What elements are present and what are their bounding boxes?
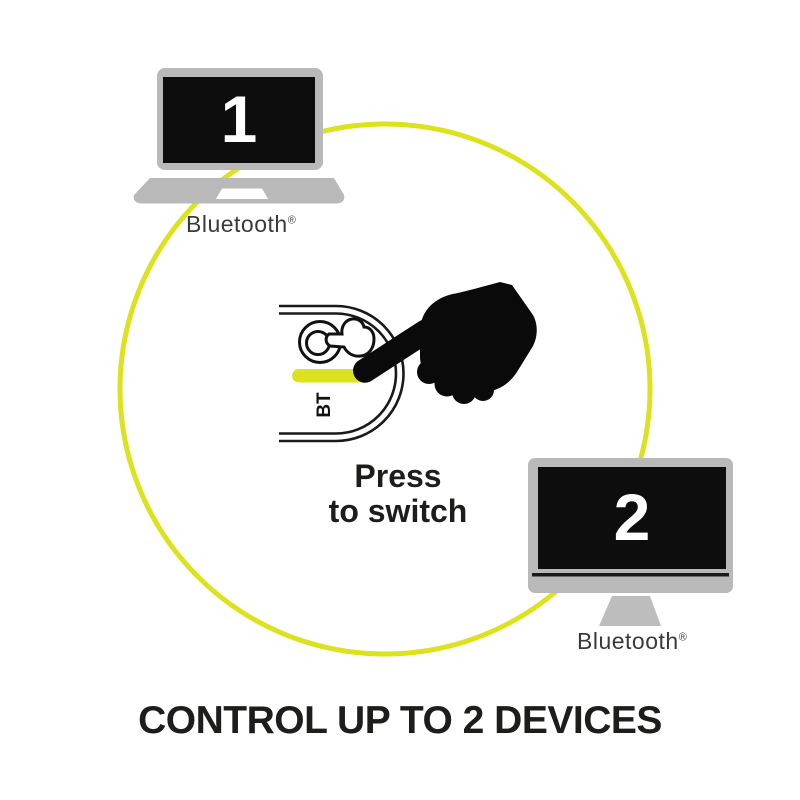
pointing-hand-icon — [353, 282, 537, 404]
monitor-chin-line — [532, 573, 729, 577]
laptop-bluetooth-text: Bluetooth — [186, 211, 288, 237]
button-outline-outer — [279, 304, 405, 443]
knuckle-bump-4 — [472, 379, 494, 401]
monitor-screen-number: 2 — [613, 480, 651, 554]
press-instruction: Press to switch — [288, 458, 508, 530]
laptop-icon — [133, 68, 345, 204]
monitor-bluetooth-label: Bluetooth® — [577, 628, 687, 655]
knuckle-bump-3 — [452, 380, 476, 404]
laptop-bluetooth-label: Bluetooth® — [186, 211, 296, 238]
laptop-latch-notch — [216, 188, 268, 199]
connection-circle — [117, 121, 653, 657]
press-instruction-line-1: Press — [354, 458, 442, 494]
monitor-bluetooth-text: Bluetooth — [577, 628, 679, 654]
pointing-finger — [353, 319, 438, 383]
press-icon-hand — [324, 317, 376, 358]
hand-palm — [420, 282, 537, 393]
button-outline-inner — [279, 312, 398, 435]
switch-button-body — [279, 304, 405, 443]
press-button-icon — [298, 317, 376, 364]
bt-port-label: BT — [314, 392, 335, 418]
laptop-registered-mark: ® — [287, 214, 297, 227]
monitor-screen — [538, 467, 726, 569]
laptop-screen-number: 1 — [220, 82, 258, 156]
monitor-stand — [599, 596, 661, 626]
press-instruction-line-2: to switch — [328, 493, 468, 530]
monitor-icon — [528, 458, 733, 626]
monitor-registered-mark: ® — [678, 631, 688, 644]
knuckle-bump-1 — [417, 360, 441, 384]
page-title: CONTROL UP TO 2 DEVICES — [138, 699, 662, 742]
laptop-screen — [163, 77, 315, 163]
